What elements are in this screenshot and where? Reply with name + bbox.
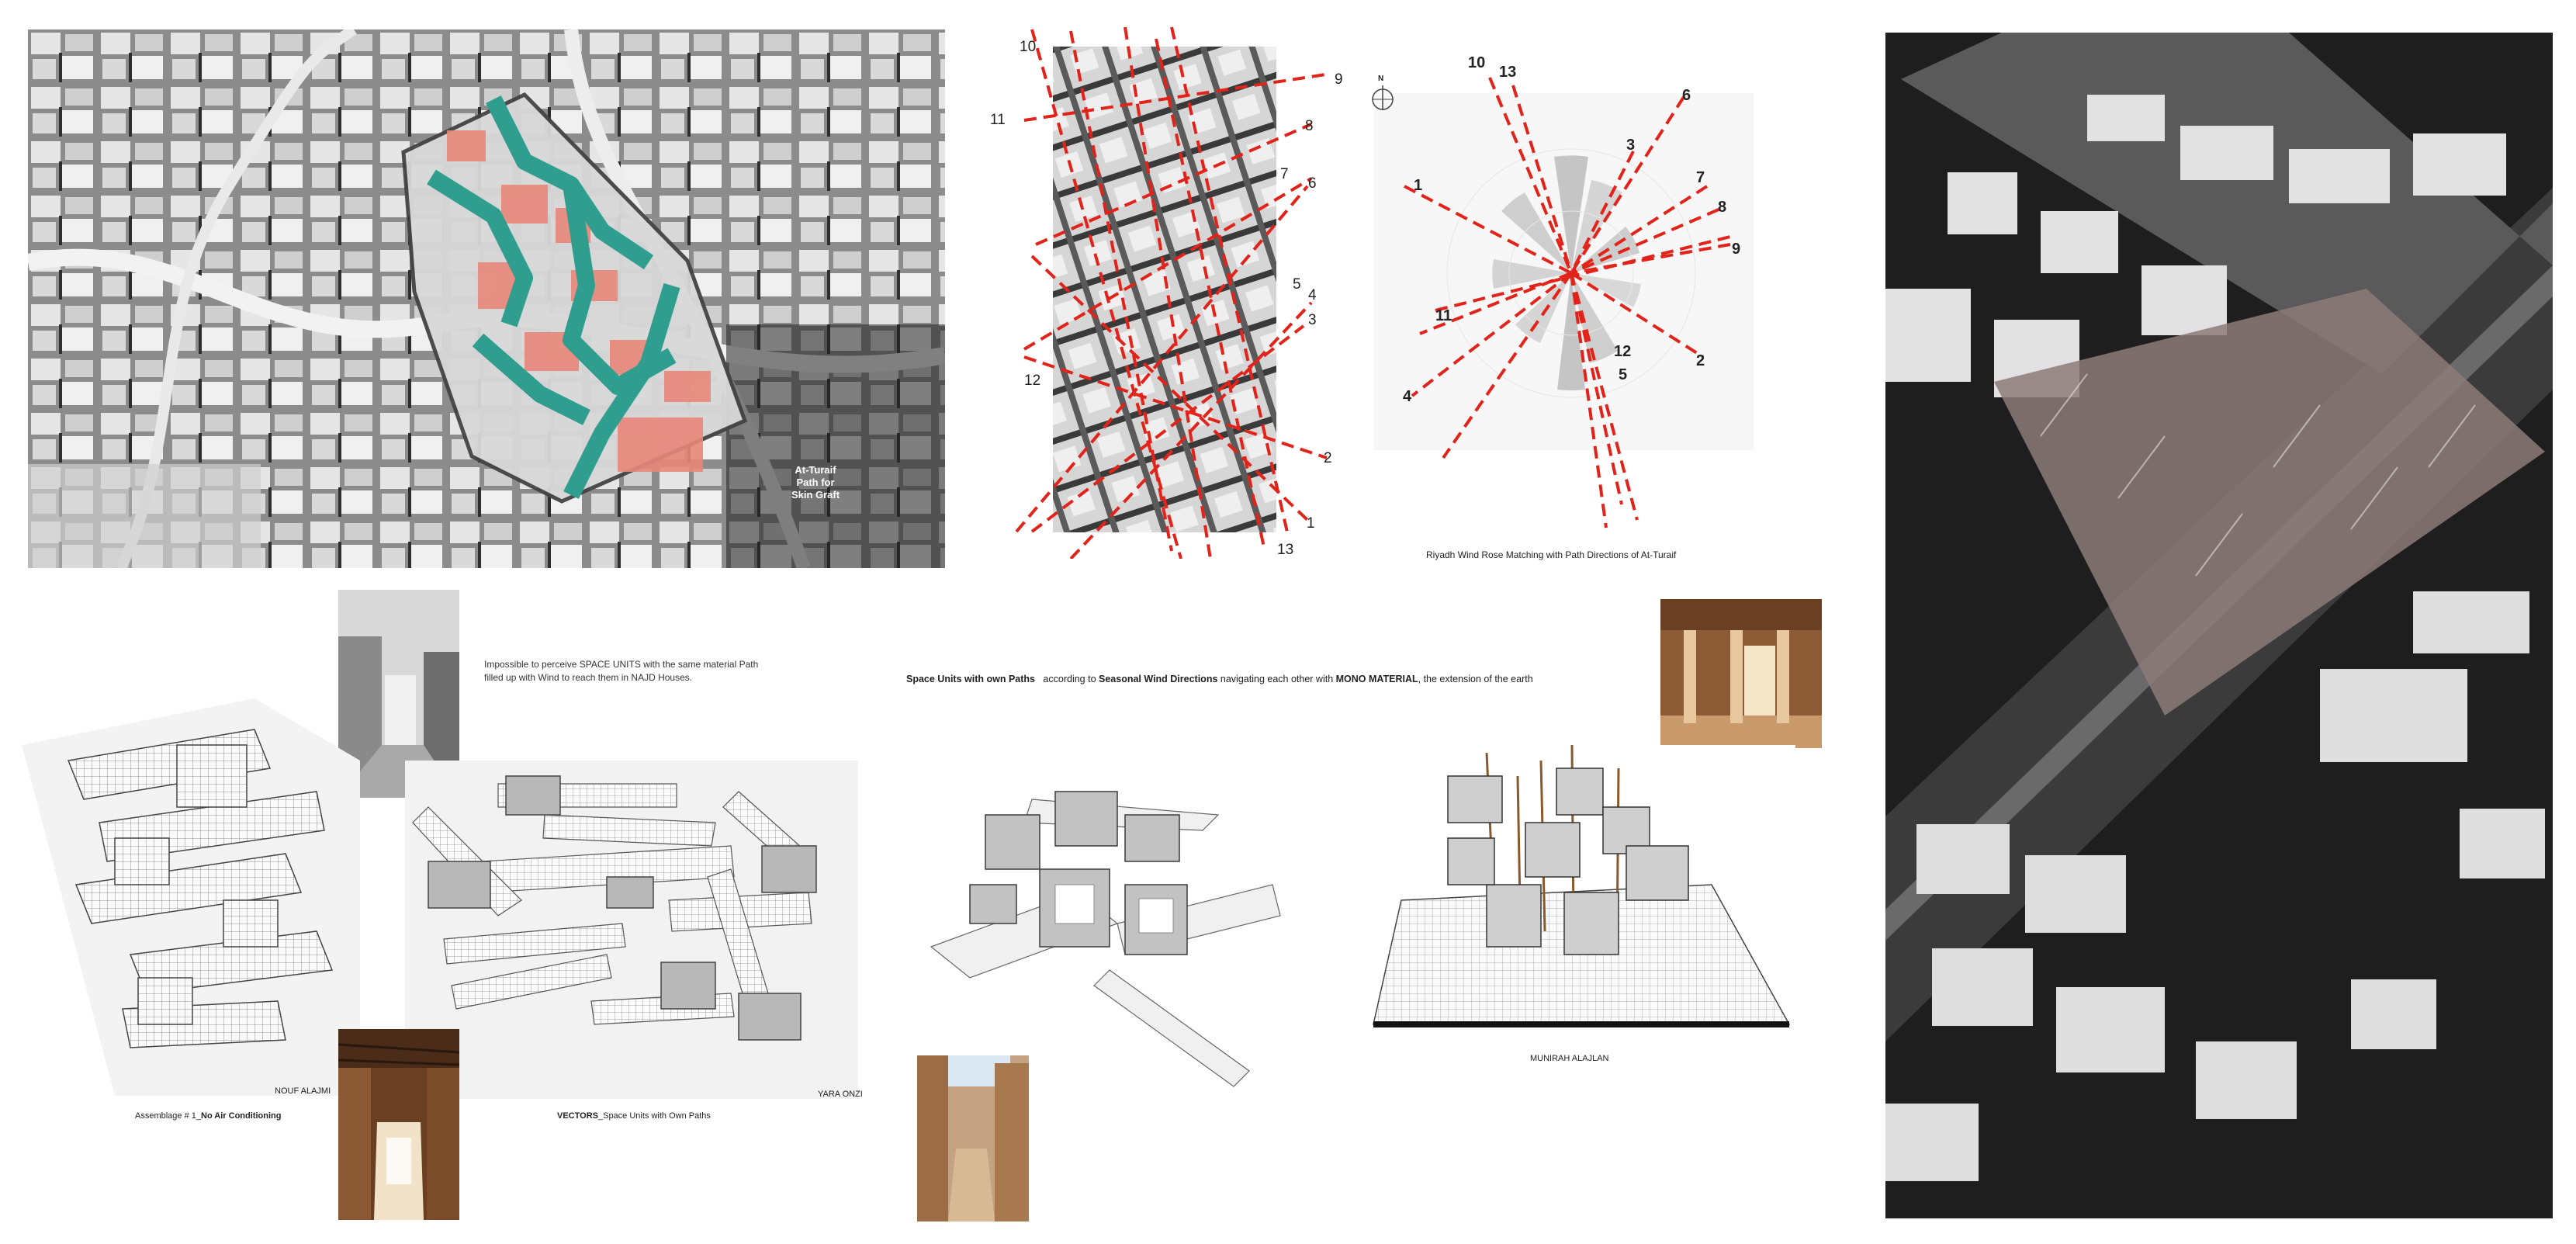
wind-number-8: 8 bbox=[1718, 199, 1727, 216]
wind-number-2: 2 bbox=[1696, 352, 1705, 369]
path-number-11: 11 bbox=[990, 112, 1006, 128]
assemblage-caption-bold: No Air Conditioning bbox=[201, 1111, 282, 1121]
yara-onzi-name: YARA ONZI bbox=[818, 1090, 863, 1099]
courtyard-columns-photo bbox=[1660, 599, 1822, 748]
wind-number-5: 5 bbox=[1619, 366, 1628, 383]
wind-number-3: 3 bbox=[1626, 137, 1636, 154]
wind-number-9: 9 bbox=[1732, 241, 1741, 258]
vectors-caption-rest: _Space Units with Own Paths bbox=[597, 1111, 711, 1121]
headline-mid-2: navigating each other with bbox=[1220, 674, 1334, 684]
vectors-caption-bold: VECTORS bbox=[557, 1111, 598, 1121]
space-units-headline: Space Units with own Paths according to … bbox=[906, 674, 1533, 684]
north-arrow-icon bbox=[1372, 85, 1394, 110]
path-direction-lines bbox=[1015, 26, 1331, 559]
munirah-alajlan-name: MUNIRAH ALAJLAN bbox=[1530, 1054, 1609, 1063]
site-plan-aerial-map: At-Turaif Path for Skin Graft bbox=[28, 29, 945, 568]
space-units-note: Impossible to perceive SPACE UNITS with … bbox=[484, 659, 759, 683]
site-plan-label: At-Turaif Path for Skin Graft bbox=[791, 464, 840, 501]
headline-bold-2: Seasonal Wind Directions bbox=[1099, 674, 1218, 684]
path-number-13: 13 bbox=[1277, 542, 1294, 558]
wind-number-10: 10 bbox=[1468, 54, 1486, 71]
canopy-model-aerial-photo bbox=[1885, 33, 2553, 1218]
north-label: N bbox=[1378, 75, 1384, 83]
wind-rose-direction-lines bbox=[1404, 77, 1731, 528]
path-number-7: 7 bbox=[1280, 166, 1289, 182]
wind-number-4: 4 bbox=[1403, 388, 1412, 405]
wind-number-7: 7 bbox=[1696, 169, 1705, 186]
path-number-6: 6 bbox=[1308, 175, 1317, 192]
headline-end: , the extension of the earth bbox=[1418, 674, 1533, 684]
wind-rose-caption: Riyadh Wind Rose Matching with Path Dire… bbox=[1426, 549, 1677, 560]
vectors-caption: VECTORS_Space Units with Own Paths bbox=[557, 1111, 711, 1121]
headline-mid-1: according to bbox=[1043, 674, 1096, 684]
path-number-12: 12 bbox=[1024, 373, 1041, 389]
path-number-8: 8 bbox=[1305, 118, 1314, 134]
path-number-2: 2 bbox=[1324, 450, 1332, 466]
headline-bold-1: Space Units with own Paths bbox=[906, 674, 1035, 684]
wind-number-1: 1 bbox=[1414, 177, 1423, 194]
vectors-model-photo bbox=[405, 761, 858, 1099]
path-number-4: 4 bbox=[1308, 287, 1317, 303]
path-number-9: 9 bbox=[1335, 71, 1343, 88]
space-units-paper-model-photo bbox=[923, 768, 1296, 1094]
wind-number-13: 13 bbox=[1499, 64, 1517, 81]
assemblage-model-photo bbox=[22, 698, 360, 1096]
mud-alley-photo bbox=[917, 1055, 1029, 1221]
headline-bold-3: MONO MATERIAL bbox=[1335, 674, 1418, 684]
path-number-5: 5 bbox=[1293, 276, 1301, 293]
path-number-10: 10 bbox=[1020, 39, 1037, 55]
path-directions-map bbox=[1053, 47, 1276, 532]
munirah-grid-model-photo bbox=[1370, 745, 1795, 1032]
assemblage-caption: Assemblage # 1_No Air Conditioning bbox=[135, 1111, 281, 1121]
nouf-alajmi-name: NOUF ALAJMI bbox=[275, 1086, 331, 1096]
wind-number-12: 12 bbox=[1614, 343, 1632, 360]
path-number-3: 3 bbox=[1308, 312, 1317, 328]
mud-corridor-photo bbox=[338, 1029, 459, 1220]
wind-number-11: 11 bbox=[1435, 307, 1452, 324]
assemblage-caption-prefix: Assemblage # 1_ bbox=[135, 1111, 201, 1121]
wind-number-6: 6 bbox=[1682, 87, 1691, 104]
wind-rose-chart bbox=[1373, 93, 1754, 450]
path-number-1: 1 bbox=[1307, 515, 1315, 532]
